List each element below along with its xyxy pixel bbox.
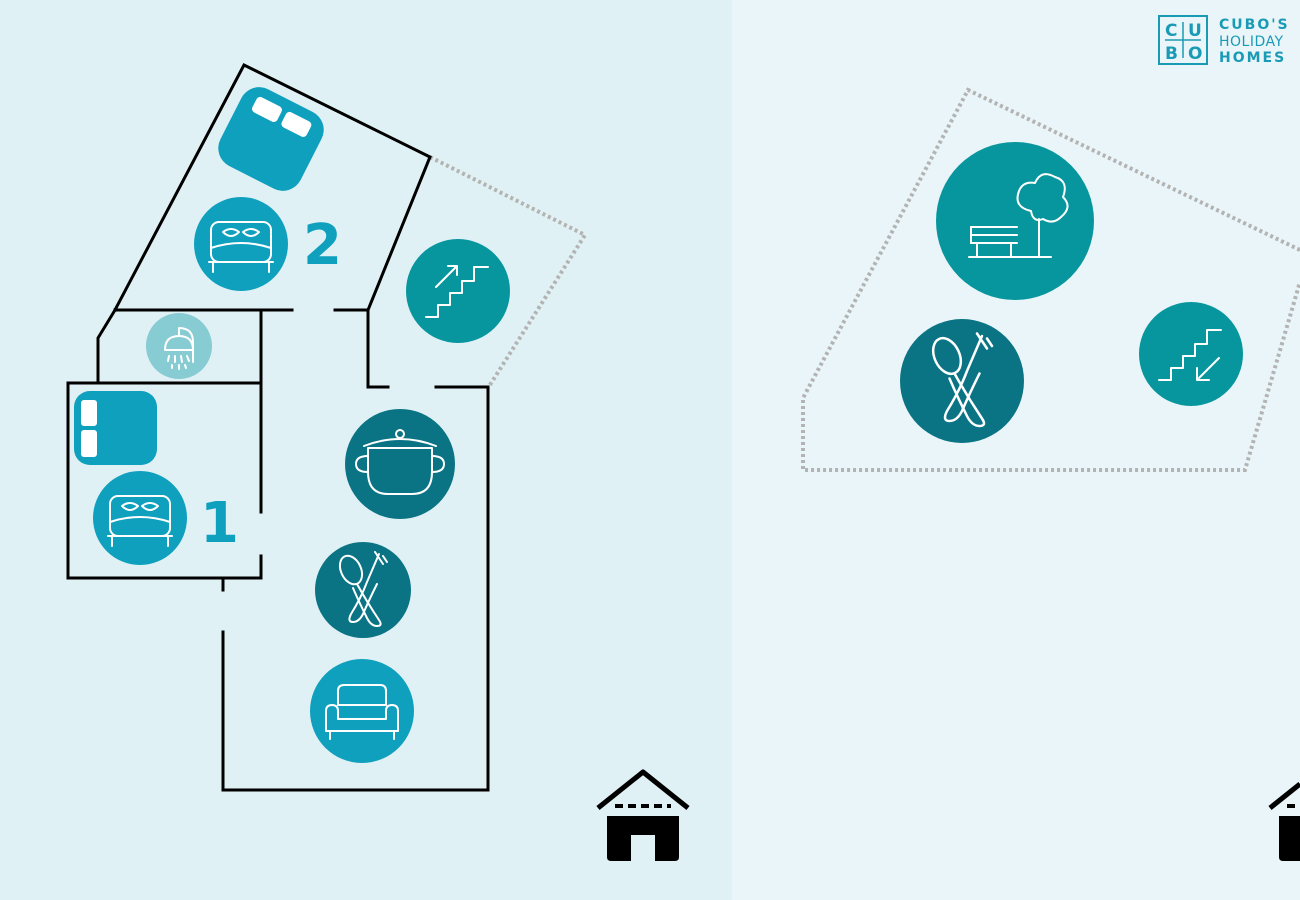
logo-letter-u: U — [1188, 21, 1202, 41]
cutlery-icon — [900, 319, 1024, 443]
logo-line-3: HOMES — [1219, 50, 1286, 66]
bedroom-2-label: 2 — [303, 213, 342, 278]
double-bed-icon — [194, 197, 288, 291]
stairs-up-icon — [406, 239, 510, 343]
stairs-down-icon — [1139, 302, 1243, 406]
shower-icon — [146, 313, 212, 379]
walls — [66, 63, 490, 792]
cooking-pot-icon — [345, 409, 455, 519]
logo-line-1: CUBO'S — [1219, 17, 1290, 33]
cutlery-icon — [315, 542, 411, 638]
logo-letter-c: C — [1165, 21, 1177, 41]
bedroom-1-label: 1 — [200, 491, 239, 556]
entrance-house-icon — [1268, 782, 1300, 861]
logo-letter-o: O — [1188, 44, 1202, 64]
terrace-outline — [801, 87, 1300, 472]
cubos-holiday-homes-logo: C U B O CUBO'S HOLIDAY HOMES — [1158, 15, 1290, 66]
entrance-house-icon — [596, 769, 690, 861]
single-bed-icon — [74, 391, 157, 465]
garden-bench-tree-icon — [936, 142, 1094, 300]
logo-letter-b: B — [1165, 44, 1178, 64]
logo-line-2: HOLIDAY — [1219, 34, 1284, 50]
double-bed-icon — [93, 471, 187, 565]
single-bed-icon — [218, 87, 324, 191]
armchair-icon — [310, 659, 414, 763]
terrace-outline — [429, 155, 588, 390]
upper-floor-panel — [732, 0, 1300, 900]
